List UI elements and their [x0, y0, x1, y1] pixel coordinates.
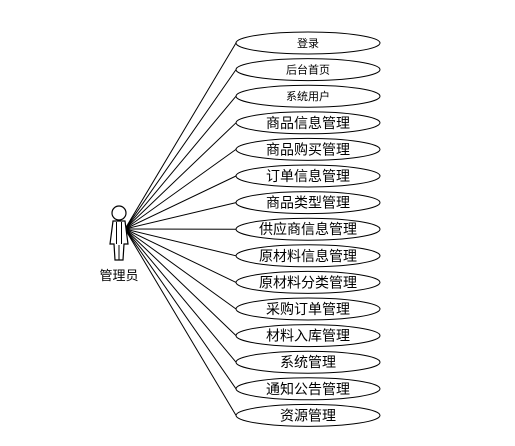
use-case-ellipse	[235, 270, 381, 294]
use-case-label: 后台首页	[286, 63, 330, 77]
use-case: 采购订单管理	[235, 297, 381, 321]
use-case-label: 系统用户	[286, 89, 330, 103]
actor-label: 管理员	[99, 269, 138, 284]
use-case: 登录	[235, 31, 381, 55]
use-case: 商品类型管理	[235, 191, 381, 215]
use-case-label: 材料入库管理	[266, 329, 350, 345]
actor-administrator: 管理员	[99, 205, 139, 284]
association-line	[124, 228, 237, 416]
use-case-ellipse	[235, 84, 381, 108]
association-line	[124, 228, 237, 390]
use-case: 原材料分类管理	[235, 270, 381, 294]
use-case-ellipse	[235, 350, 381, 374]
association-line	[124, 175, 237, 230]
association-line	[124, 228, 237, 283]
use-case: 系统管理	[235, 350, 381, 374]
use-case-ellipse	[235, 324, 381, 348]
use-case: 通知公告管理	[235, 377, 381, 401]
use-cases: 登录后台首页系统用户商品信息管理商品购买管理订单信息管理商品类型管理供应商信息管…	[235, 31, 381, 427]
use-case-ellipse	[235, 244, 381, 268]
association-line	[124, 42, 237, 230]
use-case-label: 原材料分类管理	[259, 275, 357, 291]
use-case: 原材料信息管理	[235, 244, 381, 268]
use-case-label: 通知公告管理	[266, 381, 350, 398]
stick-figure-icon	[109, 205, 129, 261]
use-case-ellipse	[235, 58, 381, 82]
use-case-ellipse	[235, 164, 381, 188]
association-line	[124, 228, 237, 336]
use-case-label: 商品购买管理	[266, 142, 350, 158]
association-line	[124, 228, 237, 363]
use-case: 订单信息管理	[235, 164, 381, 188]
association-line	[124, 228, 237, 310]
association-line	[124, 122, 237, 230]
use-case-ellipse	[235, 111, 381, 135]
use-case-label: 原材料信息管理	[259, 248, 357, 265]
use-case: 材料入库管理	[235, 324, 381, 348]
use-case: 后台首页	[235, 58, 381, 82]
use-case-ellipse	[235, 217, 381, 241]
use-case-ellipse	[235, 297, 381, 321]
association-line	[124, 228, 237, 257]
association-line	[124, 69, 237, 230]
use-case-label: 商品类型管理	[266, 196, 350, 212]
use-case-label: 登录	[297, 36, 319, 50]
use-case: 系统用户	[235, 84, 381, 108]
use-case-label: 供应商信息管理	[259, 221, 357, 238]
use-case-label: 商品信息管理	[266, 115, 350, 132]
association-line	[124, 95, 237, 230]
use-case-label: 系统管理	[280, 355, 336, 371]
association-lines	[124, 42, 237, 416]
use-case: 供应商信息管理	[235, 217, 381, 241]
use-case-ellipse	[235, 377, 381, 401]
use-case-ellipse	[235, 191, 381, 215]
use-case-label: 资源管理	[280, 408, 336, 424]
use-case-ellipse	[235, 31, 381, 55]
use-case: 商品购买管理	[235, 137, 381, 161]
use-case: 商品信息管理	[235, 111, 381, 135]
association-line	[124, 202, 237, 230]
use-case: 资源管理	[235, 403, 381, 427]
use-case-label: 订单信息管理	[266, 168, 350, 185]
association-line	[124, 148, 237, 230]
use-case-ellipse	[235, 137, 381, 161]
use-case-ellipse	[235, 403, 381, 427]
use-case-label: 采购订单管理	[266, 302, 350, 318]
